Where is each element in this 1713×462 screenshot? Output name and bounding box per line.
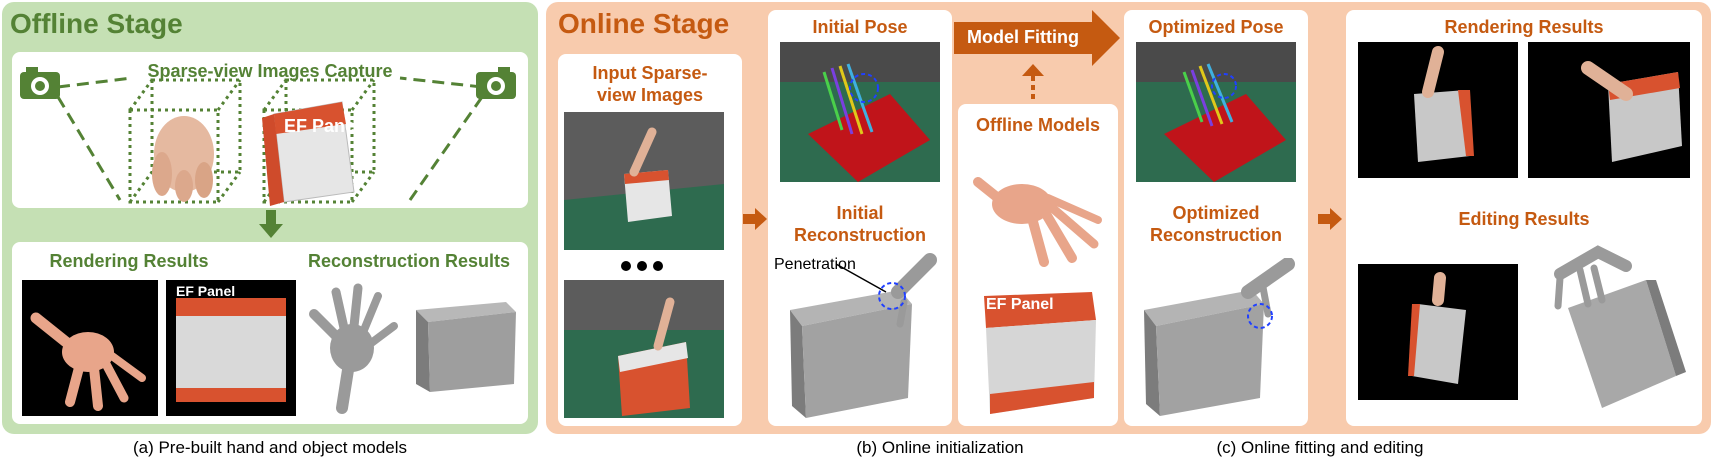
editing-results-label: Editing Results [1458, 209, 1590, 229]
caption-a: (a) Pre-built hand and object models [132, 438, 408, 457]
captured-box-text: EF Panel [284, 116, 360, 136]
capture-label: Sparse-view Images Capture [147, 61, 393, 81]
offline-stage-title: Offline Stage [10, 8, 183, 39]
optimized-reconstruction-mesh [1144, 258, 1295, 416]
camera-icon [474, 66, 518, 100]
initial-reconstruction-mesh [790, 253, 937, 418]
input-images-label: Input Sparse- view Images [592, 63, 708, 105]
optimized-pose-label: Optimized Pose [1148, 17, 1284, 37]
offline-models-label: Offline Models [975, 115, 1100, 135]
rendered-box-text: EF Panel [176, 283, 236, 299]
captured-hand-image [152, 116, 214, 202]
offline-box-model [984, 292, 1096, 414]
optimized-reconstruction-label: Optimized Reconstruction [1149, 203, 1282, 245]
input-view-image [564, 112, 724, 250]
reconstructed-box-mesh [410, 300, 522, 396]
reconstructed-hand-mesh [302, 282, 402, 418]
editing-result-image [1358, 264, 1518, 400]
right-arrow-icon [1318, 208, 1342, 230]
ellipsis-icon [621, 261, 663, 271]
capture-diagram: EF Panel [56, 76, 484, 206]
rendered-hand-image [22, 280, 158, 416]
model-fitting-arrow [954, 10, 1120, 66]
editing-result-mesh [1554, 245, 1686, 408]
optimized-pose-image [1136, 42, 1296, 182]
initial-pose-label: Initial Pose [812, 17, 908, 37]
online-rendering-image [1528, 42, 1690, 178]
right-arrow-icon [743, 208, 767, 230]
penetration-label: Penetration [774, 256, 856, 273]
input-view-image [564, 280, 724, 418]
offline-hand-model [973, 177, 1102, 267]
online-rendering-label: Rendering Results [1444, 17, 1604, 37]
rendered-box-image [166, 280, 296, 416]
model-fitting-label: Model Fitting [967, 27, 1079, 47]
online-stage-title: Online Stage [558, 8, 730, 39]
captured-box-image [262, 101, 355, 206]
down-arrow-icon [259, 210, 283, 238]
online-rendering-image [1358, 42, 1518, 178]
camera-icon [18, 66, 62, 100]
offline-box-text: EF Panel [986, 296, 1054, 313]
caption-c: (c) Online fitting and editing [1216, 438, 1424, 457]
offline-reconstruction-label: Reconstruction Results [307, 251, 511, 271]
offline-rendering-label: Rendering Results [49, 251, 209, 271]
caption-b: (b) Online initialization [856, 438, 1024, 457]
dashed-up-arrow-icon [1022, 64, 1044, 102]
initial-reconstruction-label: Initial Reconstruction [793, 203, 926, 245]
initial-pose-image [780, 42, 940, 182]
